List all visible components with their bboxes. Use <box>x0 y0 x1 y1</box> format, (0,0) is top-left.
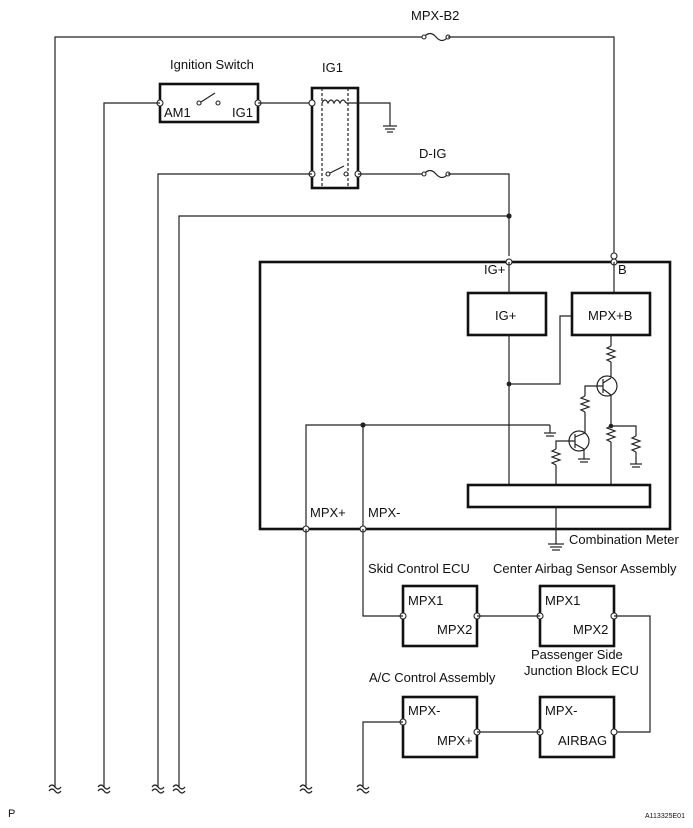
resistor-icon <box>605 425 617 443</box>
am1-label: AM1 <box>164 105 191 120</box>
ac-control-label: A/C Control Assembly <box>369 670 496 685</box>
mpx-plus-b-block-label: MPX+B <box>588 308 632 323</box>
combination-meter-label: Combination Meter <box>569 532 679 547</box>
meter-ic-block <box>466 483 652 509</box>
ac-control-assembly <box>399 695 481 759</box>
resistor-icon <box>550 448 562 466</box>
b-terminal-label: B <box>618 262 627 277</box>
ig1-terminal-label: IG1 <box>232 105 253 120</box>
skid-control-ecu-label: Skid Control ECU <box>368 561 470 576</box>
center-airbag-sensor-assembly <box>536 584 618 648</box>
resistor-icon <box>630 435 642 453</box>
switch-contact-icon <box>200 92 216 103</box>
ac-mpx-plus-label: MPX+ <box>437 733 473 748</box>
center-airbag-label: Center Airbag Sensor Assembly <box>493 561 677 576</box>
passenger-side-line1-label: Passenger Side <box>531 647 623 662</box>
combination-meter <box>258 258 672 533</box>
ignition-switch-label: Ignition Switch <box>170 57 254 72</box>
figure-id: A113325E01 <box>645 813 685 820</box>
d-ig-label: D-IG <box>419 146 446 161</box>
airbag-mpx2-label: MPX2 <box>573 622 608 637</box>
passenger-side-junction-block-ecu <box>536 695 618 759</box>
ac-mpx-minus-label: MPX- <box>408 703 441 718</box>
relay-contact-icon <box>329 165 345 174</box>
mpx-b2-circuit <box>54 32 618 787</box>
mpx-plus-b-block <box>570 291 652 337</box>
mpx-minus-label: MPX- <box>368 505 401 520</box>
d-ig-fuse-icon <box>423 169 449 179</box>
skid-control-ecu <box>399 584 481 648</box>
airbag-mpx1-label: MPX1 <box>545 593 580 608</box>
ig-plus-block <box>466 291 548 337</box>
relay-coil-icon <box>321 99 347 105</box>
ig-plus-block-label: IG+ <box>495 308 516 323</box>
ig1-relay-label: IG1 <box>322 60 343 75</box>
page-letter: P <box>8 808 15 820</box>
resistor-icon <box>579 395 591 413</box>
ig1-relay <box>308 86 397 190</box>
passenger-side-line2-label: Junction Block ECU <box>524 663 639 678</box>
skid-mpx2-label: MPX2 <box>437 622 472 637</box>
mpx-b2-fuse-icon <box>423 32 449 42</box>
resistor-icon <box>605 345 617 363</box>
ig-plus-terminal-label: IG+ <box>484 262 505 277</box>
skid-mpx1-label: MPX1 <box>408 593 443 608</box>
mpx-b2-label: MPX-B2 <box>411 8 459 23</box>
ground-icon <box>548 529 564 551</box>
mpx-plus-label: MPX+ <box>310 505 346 520</box>
wire-break-icons <box>48 784 370 794</box>
ignition-switch <box>156 82 262 124</box>
jb-airbag-label: AIRBAG <box>558 733 607 748</box>
jb-mpx-minus-label: MPX- <box>545 703 578 718</box>
